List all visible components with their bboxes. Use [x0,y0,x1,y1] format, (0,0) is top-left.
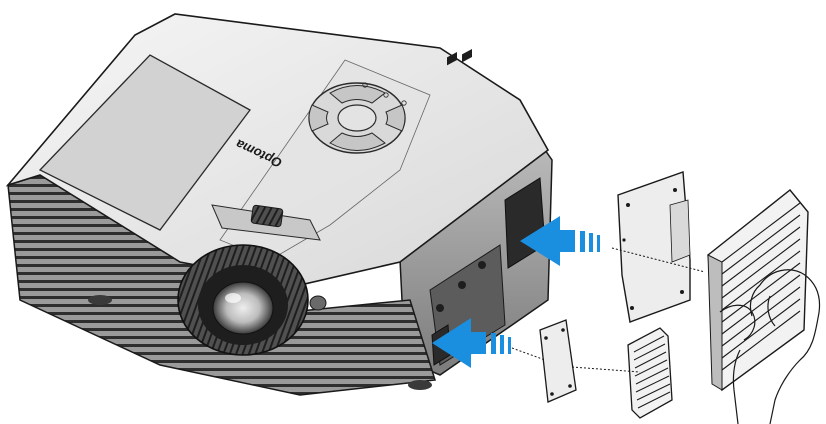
status-led-1 [362,82,368,88]
zoom-lever [250,204,284,228]
upper-air-filter [707,189,809,392]
lower-arrow [432,318,511,368]
front-foot [88,295,112,305]
keypad-down-button [329,132,386,151]
lower-filter-cover [539,319,577,403]
control-keypad [308,82,407,154]
upper-arrow [520,216,600,266]
keypad-up-button [329,85,386,104]
keypad-enter-button [337,104,377,132]
zoom-focus-controls [211,204,321,241]
projector: Optoma [5,13,553,396]
status-led-3 [401,100,407,106]
lower-air-filter [627,327,673,419]
lamp-cover [38,54,251,231]
status-led-2 [383,92,389,98]
ir-sensor [309,295,327,311]
hand-holding-filter [719,269,821,424]
projector-lens [177,244,309,356]
guide-lines [511,247,706,373]
keypad-right-button [385,104,406,132]
keypad-left-button [308,104,329,132]
rear-foot [408,380,432,390]
upper-filter-cover [617,171,691,323]
